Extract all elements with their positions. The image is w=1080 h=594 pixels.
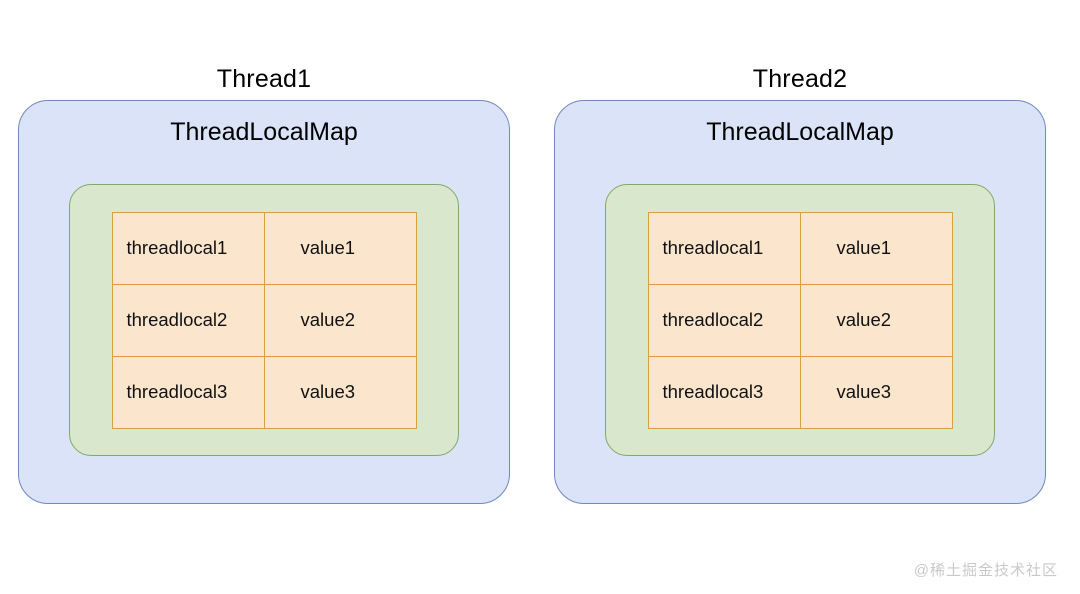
table-row: threadlocal1 value1 (111, 211, 417, 285)
entry-value-cell: value2 (799, 283, 953, 357)
threadlocalmap-title: ThreadLocalMap (706, 118, 894, 146)
thread-box: ThreadLocalMap threadlocal1 value1 threa… (554, 100, 1046, 504)
entry-key-cell: threadlocal2 (111, 283, 265, 357)
entry-key-cell: threadlocal1 (647, 211, 801, 285)
entry-key-cell: threadlocal3 (647, 355, 801, 429)
entry-value-cell: value1 (263, 211, 417, 285)
table-row: threadlocal2 value2 (111, 283, 417, 357)
threadlocal-entry-table: threadlocal1 value1 threadlocal2 value2 … (111, 211, 417, 429)
table-row: threadlocal3 value3 (111, 355, 417, 429)
thread-group-2: Thread2 ThreadLocalMap threadlocal1 valu… (554, 58, 1046, 504)
entry-value-cell: value3 (263, 355, 417, 429)
threadlocalmap-box: threadlocal1 value1 threadlocal2 value2 … (69, 184, 459, 456)
entry-value-cell: value1 (799, 211, 953, 285)
threadlocal-entry-table: threadlocal1 value1 threadlocal2 value2 … (647, 211, 953, 429)
table-row: threadlocal1 value1 (647, 211, 953, 285)
threadlocalmap-title: ThreadLocalMap (170, 118, 358, 146)
entry-value-cell: value3 (799, 355, 953, 429)
thread-box: ThreadLocalMap threadlocal1 value1 threa… (18, 100, 510, 504)
table-row: threadlocal3 value3 (647, 355, 953, 429)
watermark: @稀土掘金技术社区 (913, 562, 1058, 579)
table-row: threadlocal2 value2 (647, 283, 953, 357)
thread-title: Thread1 (216, 65, 312, 93)
thread-group-1: Thread1 ThreadLocalMap threadlocal1 valu… (18, 58, 510, 504)
thread-title: Thread2 (752, 65, 848, 93)
entry-key-cell: threadlocal2 (647, 283, 801, 357)
entry-key-cell: threadlocal3 (111, 355, 265, 429)
threadlocalmap-box: threadlocal1 value1 threadlocal2 value2 … (605, 184, 995, 456)
entry-value-cell: value2 (263, 283, 417, 357)
entry-key-cell: threadlocal1 (111, 211, 265, 285)
